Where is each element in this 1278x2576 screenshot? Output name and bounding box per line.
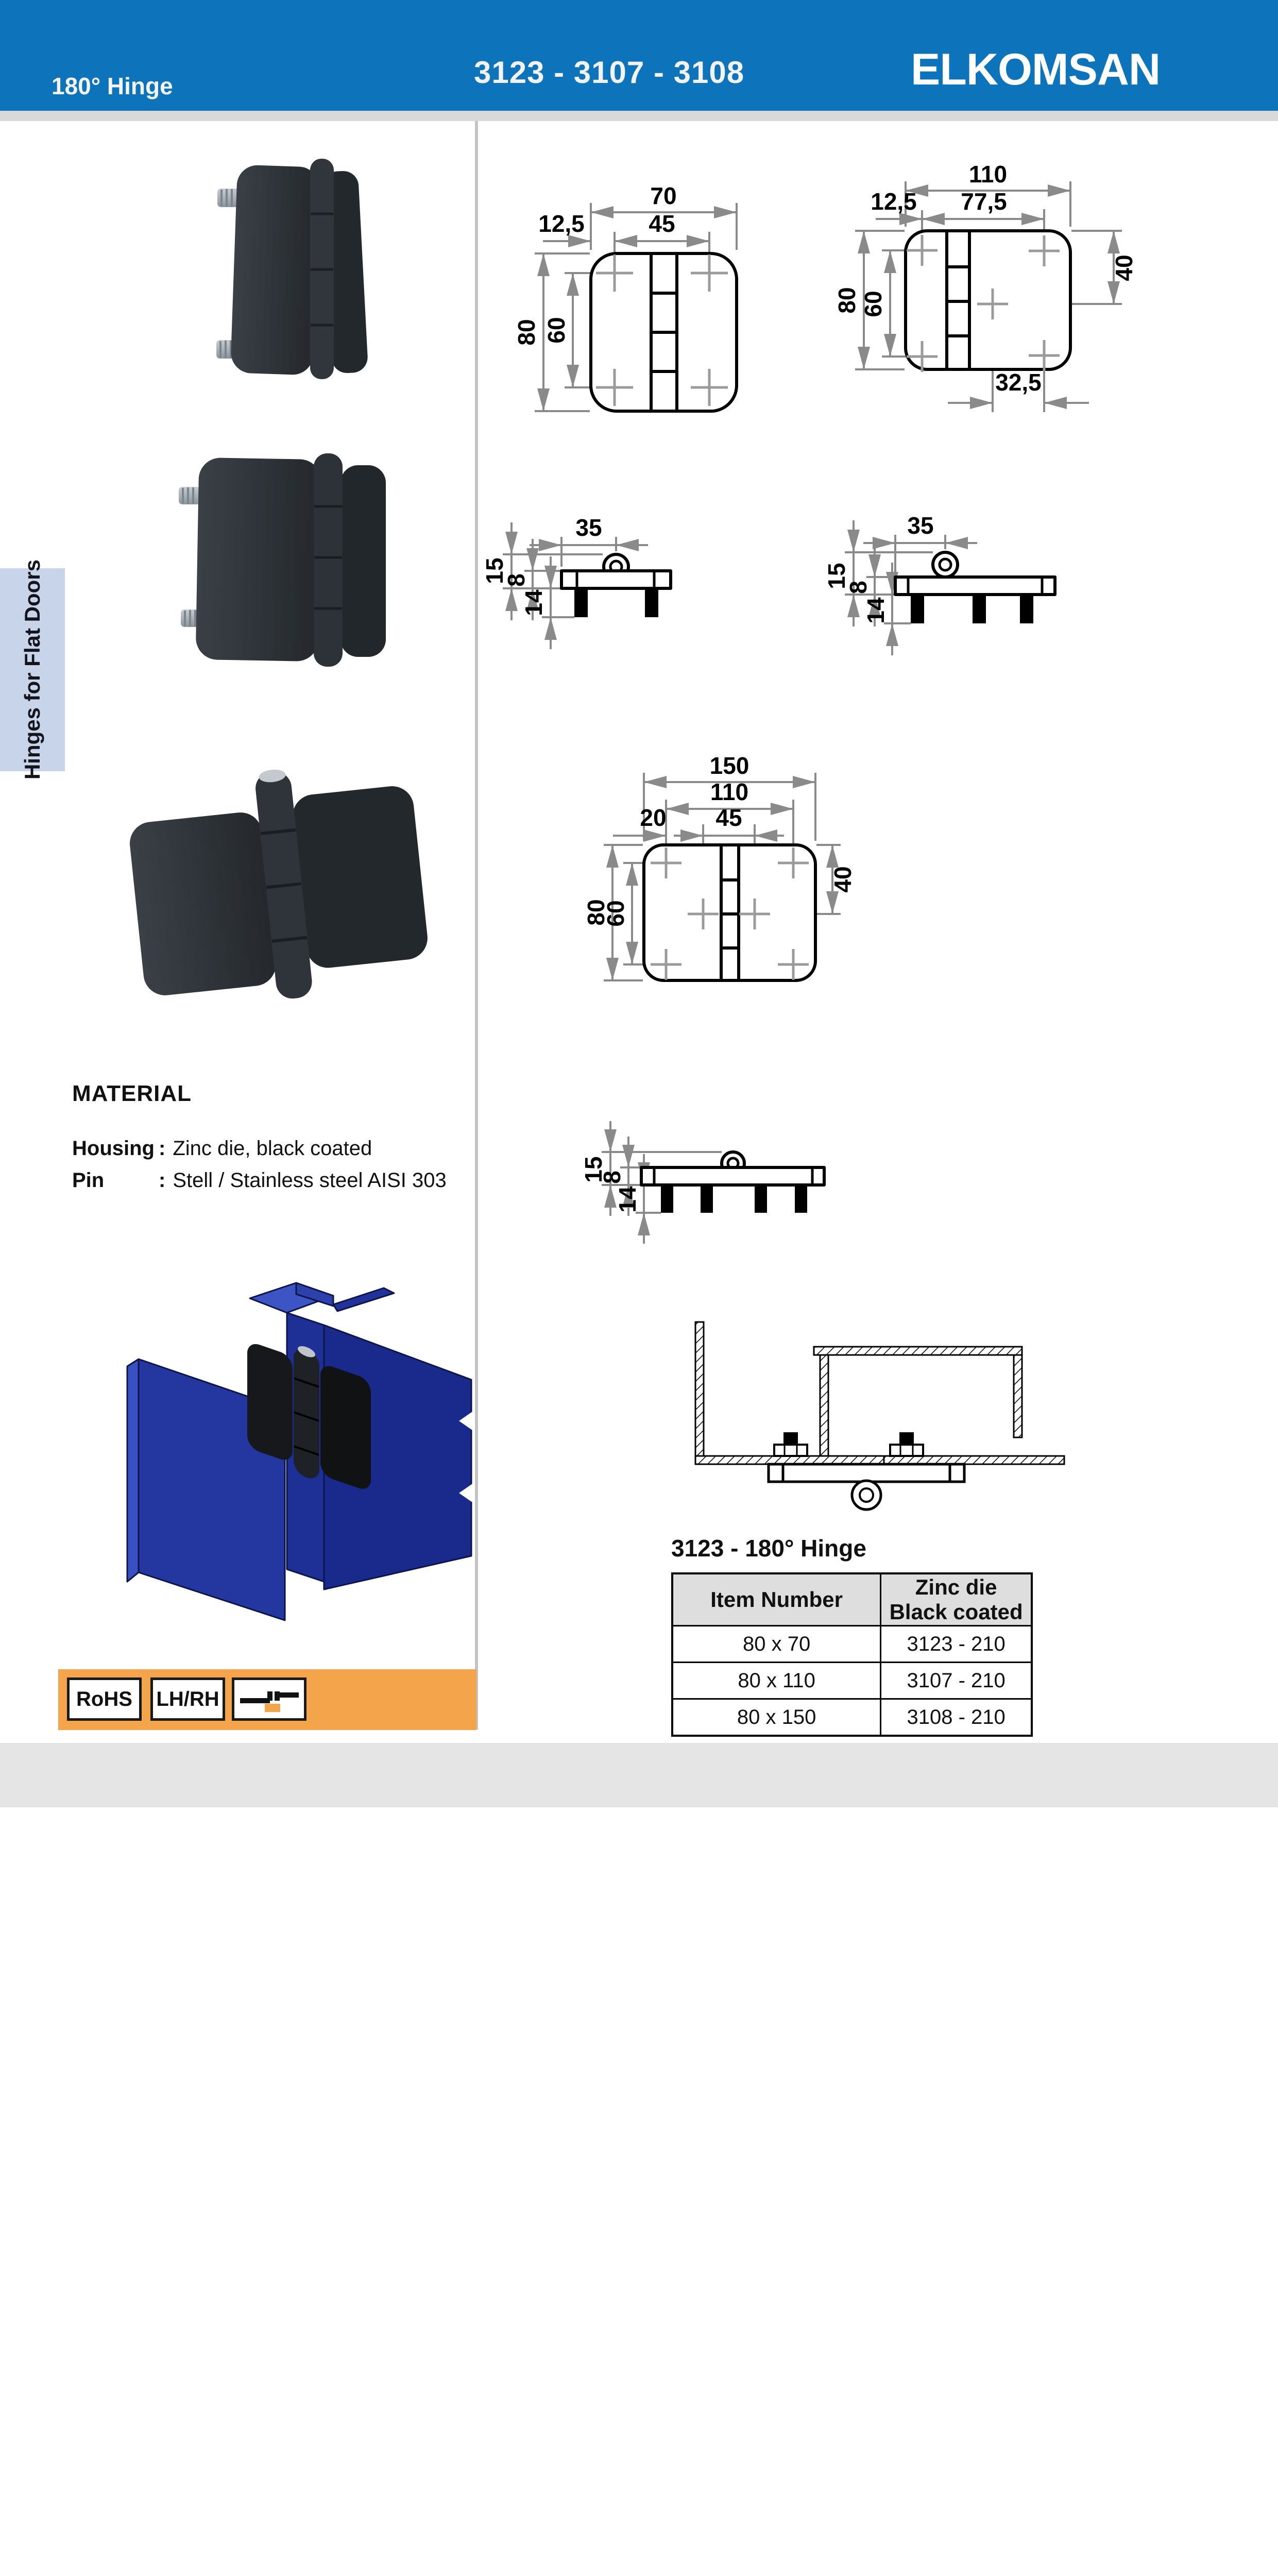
dim-width: 150 (710, 752, 749, 779)
badge-band: RoHS LH/RH (58, 1669, 476, 1730)
product-photo-hinge-80x70 (216, 159, 368, 379)
drawing-front-80x70: 70 12,5 45 80 60 (513, 182, 738, 413)
dim-total-height: 15 (580, 1156, 607, 1182)
header-band: 180° Hinge 3123 - 3107 - 3108 ELKOMSAN (0, 0, 1278, 111)
header-divider-strip (0, 111, 1278, 121)
dim-stud-length: 14 (862, 597, 889, 624)
column-header-finish: Zinc die Black coated (880, 1572, 1033, 1626)
table-row: 80 x 150 3108 - 210 (671, 1698, 1033, 1737)
footer-band: 07-20 (0, 1743, 1278, 1807)
cell-item-size: 80 x 110 (671, 1662, 882, 1700)
application-render-hinge-on-door (126, 1282, 472, 1621)
dim-mid-offset: 32,5 (995, 369, 1042, 396)
cell-item-code: 3123 - 210 (880, 1625, 1033, 1663)
cell-item-size: 80 x 70 (671, 1625, 882, 1663)
column-header-item-number: Item Number (671, 1572, 882, 1626)
drawing-side-80x150: 15 8 14 (580, 1121, 826, 1244)
brand-logo: ELKOMSAN (911, 45, 1161, 94)
material-rows: Housing: Zinc die, black coated Pin: Stell… (72, 1132, 447, 1196)
dim-plate-height: 8 (503, 573, 530, 587)
table-row: 80 x 110 3107 - 210 (671, 1662, 1033, 1700)
material-value: Zinc die, black coated (173, 1137, 372, 1160)
dim-plate-height: 8 (845, 581, 872, 594)
dim-plate-height: 8 (599, 1171, 625, 1184)
dim-edge-offset: 12,5 (538, 210, 585, 237)
dim-barrel-offset: 35 (575, 514, 602, 541)
page-section-title: 180° Hinge (52, 73, 173, 99)
material-colon: : (159, 1137, 166, 1160)
dim-barrel-offset: 35 (907, 512, 933, 539)
mounted-hinge (247, 1344, 371, 1489)
badge-rohs-label: RoHS (76, 1687, 132, 1710)
dim-height: 80 (833, 287, 860, 313)
dim-width: 110 (969, 161, 1007, 188)
column-header-finish-line2: Black coated (889, 1600, 1023, 1624)
dim-hole-height: 60 (860, 291, 887, 317)
material-row-housing: Housing: Zinc die, black coated (72, 1132, 447, 1164)
dim-height: 80 (513, 319, 540, 345)
material-value: Stell / Stainless steel AISI 303 (173, 1169, 447, 1192)
dim-hole-height: 60 (543, 317, 570, 343)
column-divider (475, 121, 478, 1730)
product-table: Item Number Zinc die Black coated 80 x 7… (671, 1572, 1033, 1737)
drawing-side-80x70: 35 15 8 14 (481, 514, 672, 649)
table-title: 3123 - 180° Hinge (671, 1535, 866, 1562)
dim-hole-height: 60 (602, 900, 629, 926)
material-heading: MATERIAL (72, 1081, 192, 1106)
dim-total-height: 15 (823, 563, 850, 589)
hinge-body (130, 769, 428, 999)
dim-edge-offset: 12,5 (871, 188, 917, 215)
table-row: 80 x 70 3123 - 210 (671, 1625, 1033, 1663)
drawing-front-80x150: 150 110 20 45 80 60 40 (583, 752, 856, 982)
badge-rohs: RoHS (67, 1677, 142, 1721)
dim-height: 80 (583, 899, 609, 925)
drawing-mounting-section (694, 1321, 1065, 1511)
drawing-front-80x110: 110 12,5 77,5 80 60 40 32,5 (833, 161, 1137, 412)
flat-hinge-symbol-icon (240, 1691, 299, 1712)
column-header-finish-line1: Zinc die (915, 1575, 997, 1599)
badge-mounting (232, 1677, 306, 1721)
material-label: Housing (72, 1137, 155, 1160)
break-line-notch (459, 1412, 472, 1430)
dim-total-height: 15 (481, 557, 508, 584)
dim-edge-offset: 20 (640, 804, 666, 831)
dim-mid-height: 40 (1111, 255, 1137, 281)
badge-lhrh-label: LH/RH (156, 1687, 219, 1710)
product-photo-hinge-80x150 (130, 769, 428, 999)
sidebar-tab-label: Hinges for Flat Doors (20, 560, 44, 780)
cell-item-size: 80 x 150 (671, 1698, 882, 1737)
cell-item-code: 3107 - 210 (880, 1662, 1033, 1700)
dim-width: 70 (650, 182, 676, 209)
dim-hole-width: 110 (710, 778, 748, 805)
material-row-pin: Pin: Stell / Stainless steel AISI 303 (72, 1164, 447, 1196)
bolt-and-nut (773, 1432, 924, 1457)
dim-stud-length: 14 (520, 589, 547, 616)
dim-hole-spacing: 77,5 (961, 188, 1007, 215)
sidebar-tab-hinges-flat-doors: Hinges for Flat Doors (0, 560, 65, 780)
break-line-notch (459, 1484, 472, 1502)
dim-hole-spacing: 45 (649, 210, 675, 237)
cell-item-code: 3108 - 210 (880, 1698, 1033, 1737)
dim-stud-length: 14 (614, 1186, 641, 1213)
badge-lhrh: LH/RH (150, 1677, 225, 1721)
header-item-numbers: 3123 - 3107 - 3108 (474, 55, 745, 90)
material-colon: : (159, 1169, 166, 1192)
table-header-row: Item Number Zinc die Black coated (671, 1572, 1033, 1626)
drawing-side-80x110: 35 15 8 14 (823, 512, 1057, 655)
product-photo-hinge-80x110 (179, 453, 386, 667)
material-label: Pin (72, 1169, 105, 1192)
dim-mid-height: 40 (829, 866, 856, 892)
dim-center-spacing: 45 (715, 804, 742, 831)
